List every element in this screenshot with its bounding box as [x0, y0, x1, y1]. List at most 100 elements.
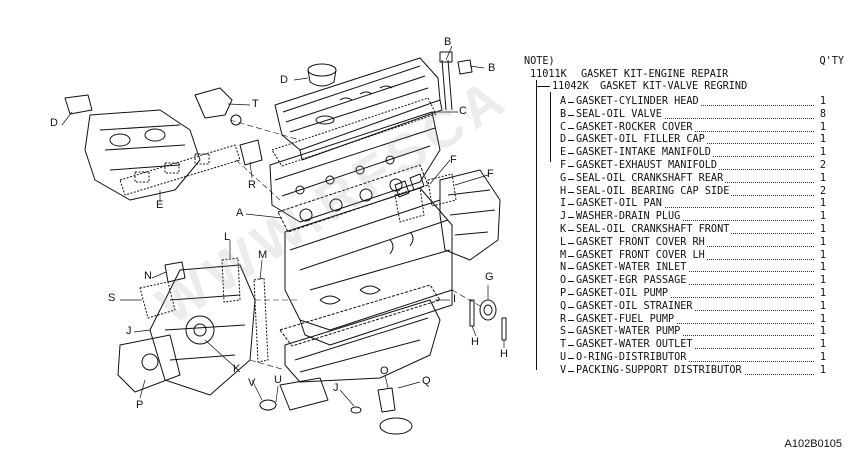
item-qty: 1	[817, 236, 826, 248]
item-qty: 1	[817, 121, 826, 133]
item-name: SEAL-OIL CRANKSHAFT FRONT	[576, 224, 732, 235]
water-outlet	[194, 87, 242, 126]
item-letter: F	[560, 160, 567, 171]
callout-k: K	[233, 363, 241, 375]
item-dash	[568, 345, 574, 347]
item-dash	[568, 306, 574, 308]
item-name: GASKET-OIL PUMP	[576, 288, 671, 299]
item-leader-dots	[578, 322, 814, 324]
item-name: GASKET-FUEL PUMP	[576, 313, 677, 325]
item-qty: 1	[817, 262, 826, 274]
item-dash	[568, 281, 574, 283]
item-name: GASKET-EGR PASSAGE	[576, 275, 689, 287]
item-letter: G	[560, 172, 567, 184]
parts-legend: NOTE) Q'TY 11011K GASKET KIT-ENGINE REPA…	[524, 56, 844, 386]
item-name: GASKET-WATER PUMP	[576, 326, 683, 338]
item-name: GASKET FRONT COVER LH	[576, 249, 707, 261]
item-dash	[568, 191, 574, 193]
oil-filler-cap	[307, 63, 337, 87]
engine-gasket-diagram	[61, 45, 507, 435]
item-dash	[568, 268, 574, 270]
cylinder-head	[269, 111, 441, 223]
item-dash	[568, 166, 574, 167]
callout-h-right: H	[500, 348, 508, 360]
valve-seal-stem	[441, 59, 453, 111]
item-qty: 1	[817, 313, 826, 325]
callout-s: S	[108, 292, 116, 304]
parts-list-item: M GASKET FRONT COVER LH 1	[560, 249, 826, 263]
callout-d-left: D	[50, 117, 58, 129]
item-dash	[568, 153, 574, 155]
item-dash	[568, 294, 574, 295]
item-leader-dots	[578, 207, 814, 209]
oil-pump	[117, 334, 181, 393]
callout-l: L	[224, 231, 231, 243]
item-dash	[568, 102, 574, 103]
item-qty: 1	[817, 134, 826, 146]
kit-code: 11011K	[530, 69, 567, 80]
item-name: SEAL-OIL CRANKSHAFT REAR	[576, 172, 726, 184]
exhaust-manifold	[439, 169, 501, 261]
item-dash	[568, 319, 574, 321]
item-dash	[568, 140, 574, 142]
callout-r: R	[248, 179, 256, 191]
item-letter: E	[560, 147, 567, 159]
intake-manifold	[84, 109, 201, 201]
item-dash	[568, 358, 574, 359]
item-name: GASKET-INTAKE MANIFOLD	[576, 147, 713, 159]
item-name: GASKET FRONT COVER RH	[576, 236, 707, 248]
callout-f-right: F	[487, 168, 494, 180]
crank-rear-seal	[479, 299, 497, 321]
item-leader-dots	[578, 297, 814, 298]
item-name: GASKET-ROCKER COVER	[576, 121, 695, 133]
callout-m: M	[258, 249, 268, 261]
item-qty: 1	[817, 249, 826, 261]
drain-plug-washer	[350, 406, 362, 414]
small-gasket-left	[64, 94, 93, 115]
item-letter: N	[560, 262, 567, 274]
callout-u: U	[274, 374, 282, 386]
callout-e: E	[156, 199, 164, 211]
item-letter: T	[560, 339, 567, 351]
item-qty: 1	[817, 326, 826, 338]
callout-h-left: H	[471, 336, 479, 348]
callout-p: P	[136, 399, 144, 411]
bearing-cap-seal-2	[501, 317, 507, 341]
water-pump-gasket	[139, 281, 176, 319]
item-letter: V	[560, 364, 567, 376]
item-leader-dots	[578, 271, 814, 273]
item-letter: O	[560, 275, 567, 287]
item-qty: 1	[817, 172, 826, 184]
front-cover-gasket-lh	[253, 277, 269, 363]
note-label: NOTE)	[524, 56, 555, 67]
callout-j-drain: J	[333, 382, 339, 394]
item-qty: 1	[817, 300, 826, 312]
item-leader-dots	[578, 335, 814, 337]
exhaust-gasket-2	[427, 173, 457, 207]
item-dash	[568, 178, 574, 180]
callout-j-left: J	[126, 325, 132, 337]
front-cover-gasket-rh	[221, 257, 241, 303]
oil-pan-gasket	[279, 284, 441, 347]
item-dash	[568, 204, 574, 206]
item-name: GASKET-WATER OUTLET	[576, 339, 695, 351]
callout-i: I	[453, 293, 457, 305]
callout-b-right: B	[488, 62, 496, 74]
item-name: GASKET-OIL FILLER CAP	[576, 134, 707, 146]
kit-bracket-tick	[536, 86, 550, 87]
item-name: GASKET-OIL STRAINER	[576, 300, 695, 312]
item-qty: 1	[817, 275, 826, 287]
leader-lines	[61, 45, 505, 407]
intake-manifold-gasket	[119, 144, 241, 196]
item-leader-dots	[578, 361, 814, 362]
qty-header: Q'TY	[819, 56, 844, 67]
item-letter: H	[560, 185, 567, 197]
item-letter: M	[560, 249, 567, 261]
